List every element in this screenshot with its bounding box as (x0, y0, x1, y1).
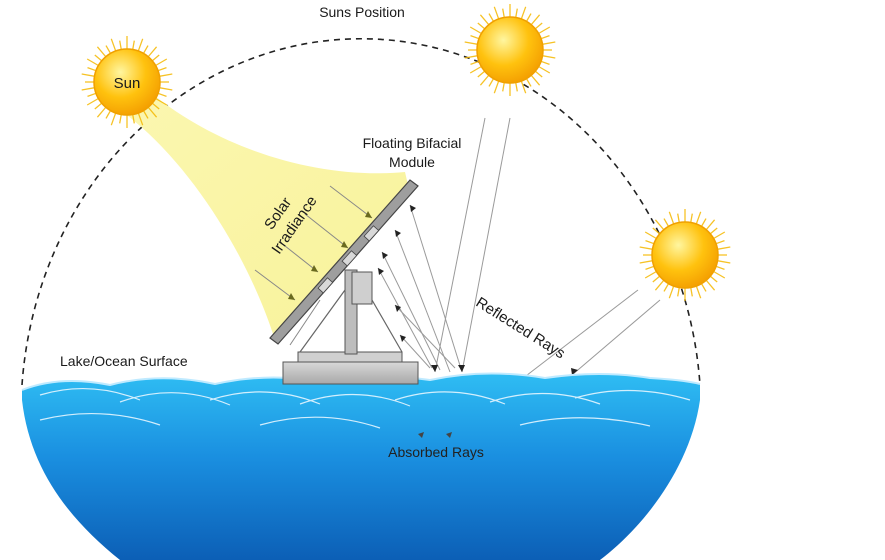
solar-panel-icon (269, 179, 419, 345)
solar-irradiance-beam (120, 92, 408, 340)
sun-path-arc (21, 37, 701, 386)
absorbed-ray-arrows (418, 432, 452, 438)
sun-label: Sun (114, 75, 141, 92)
float-base (282, 361, 419, 385)
support-box (351, 271, 373, 305)
sun-icon (464, 4, 556, 96)
sun-icon (81, 36, 173, 128)
reflected-rays-label: Reflected Rays (473, 294, 568, 362)
floating-bifacial-module (269, 179, 419, 385)
lake-ocean-water (21, 372, 701, 560)
module-label-line1: Floating Bifacial (363, 135, 462, 151)
reflected-rays (377, 117, 661, 383)
incoming-ray-arrowheads (288, 211, 372, 300)
incoming-rays (254, 185, 373, 301)
module-label-line2: Module (389, 154, 435, 170)
sun-icon (639, 209, 731, 301)
surface-label: Lake/Ocean Surface (60, 353, 188, 369)
absorbed-rays-label: Absorbed Rays (388, 444, 484, 460)
suns-position-label: Suns Position (319, 4, 405, 20)
